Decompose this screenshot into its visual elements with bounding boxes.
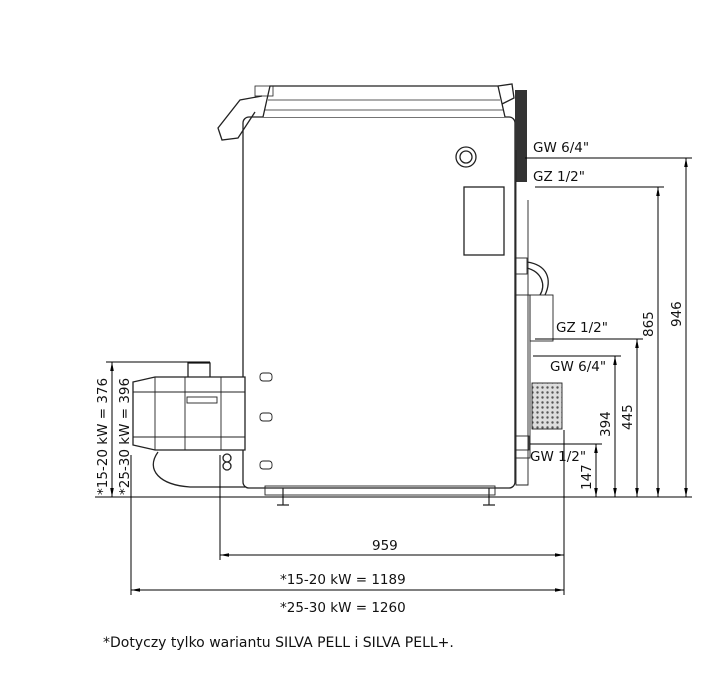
label-mid-gz: GZ 1/2": [556, 320, 608, 336]
dim-445: 445: [620, 404, 636, 430]
dim-burner-376: *15-20 kW = 376: [95, 378, 111, 495]
label-top-gw: GW 6/4": [533, 140, 589, 156]
boiler-body: [217, 83, 563, 506]
dim-865: 865: [641, 311, 657, 337]
dim-1260: *25-30 kW = 1260: [280, 600, 406, 616]
dimension-lines: [95, 157, 692, 595]
label-mid-gw: GW 6/4": [550, 359, 606, 375]
dim-959: 959: [372, 538, 398, 554]
label-top-gz: GZ 1/2": [533, 169, 585, 185]
label-bottom-gw: GW 1/2": [530, 449, 586, 465]
dim-147: 147: [579, 464, 595, 490]
dim-946: 946: [669, 301, 685, 327]
pellet-burner: [132, 362, 246, 488]
dim-burner-396: *25-30 kW = 396: [117, 378, 133, 495]
footnote: *Dotyczy tylko wariantu SILVA PELL i SIL…: [103, 635, 454, 651]
dim-394: 394: [598, 411, 614, 437]
dim-1189: *15-20 kW = 1189: [280, 572, 406, 588]
